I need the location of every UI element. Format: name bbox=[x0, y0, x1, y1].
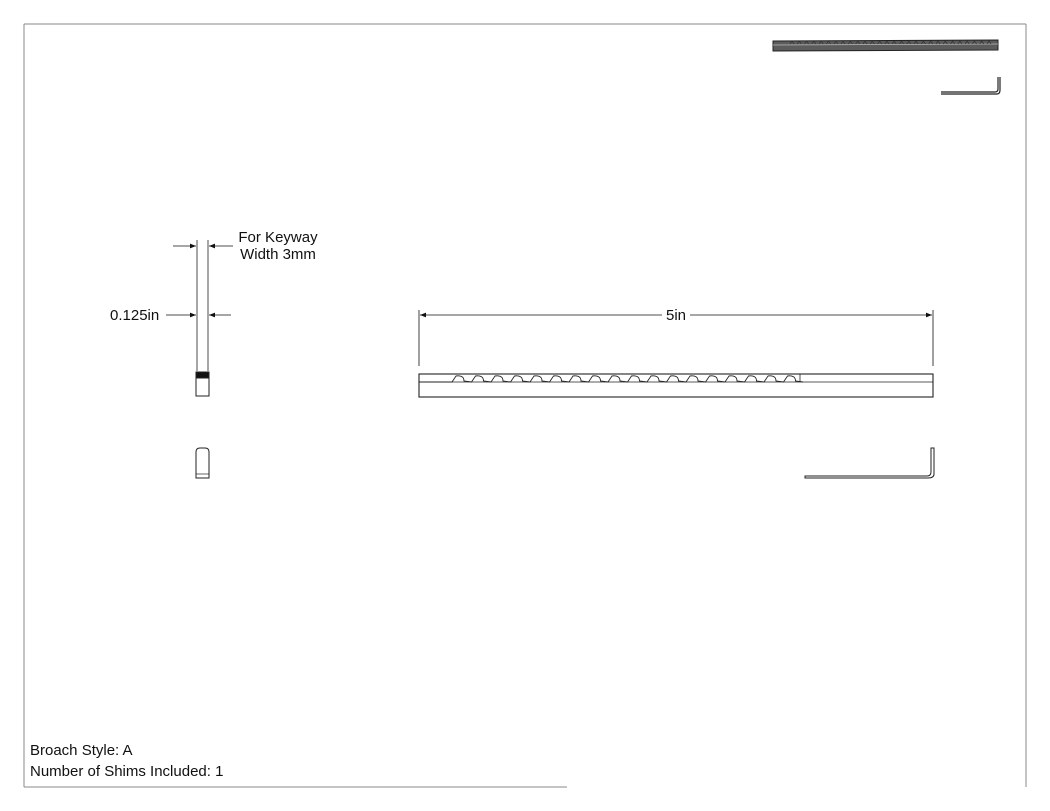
iso-broach-view bbox=[772, 39, 999, 52]
end-view bbox=[195, 240, 210, 397]
shims-note: Number of Shims Included: 1 bbox=[30, 763, 224, 780]
keyway-note-line2: Width 3mm bbox=[240, 246, 316, 263]
drawing-notes: Broach Style: A Number of Shims Included… bbox=[30, 740, 223, 782]
keyway-note: For Keyway Width 3mm bbox=[230, 229, 326, 263]
length-label: 5in bbox=[665, 307, 687, 324]
hex-key-side-view bbox=[804, 447, 935, 479]
length-dimension bbox=[418, 310, 934, 366]
thickness-label: 0.125in bbox=[110, 307, 160, 324]
bottom-end-view bbox=[195, 447, 210, 479]
keyway-note-line1: For Keyway bbox=[238, 229, 318, 246]
front-view bbox=[418, 373, 934, 398]
iso-hex-key-view bbox=[941, 77, 1001, 95]
broach-style-note: Broach Style: A bbox=[30, 742, 133, 759]
sheet-border bbox=[23, 23, 1027, 788]
